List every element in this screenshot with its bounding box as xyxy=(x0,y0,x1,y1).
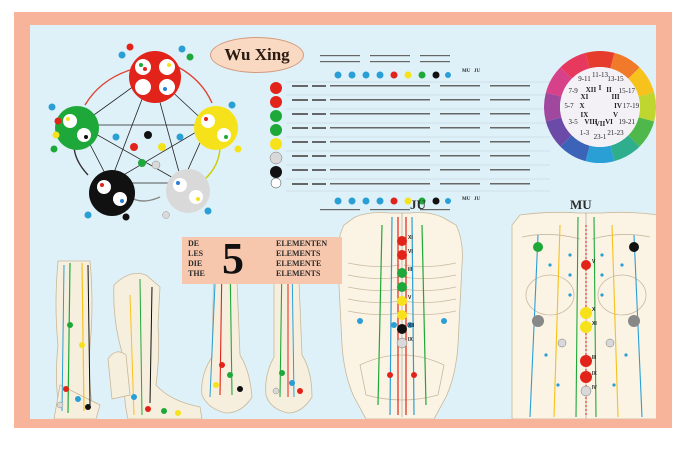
clock-sector xyxy=(610,135,640,162)
clock-sector xyxy=(628,67,655,97)
clock-numeral: I xyxy=(598,84,602,92)
clock-sector xyxy=(544,92,562,122)
clock-sector xyxy=(585,50,615,69)
spine-label: XI xyxy=(408,235,413,241)
five-elements-block: DE LES DIE THE 5 ELEMENTEN ELEMENTS ELEM… xyxy=(182,234,342,284)
spine-label: IX xyxy=(408,337,413,343)
five-right-1: ELEMENTEN xyxy=(276,239,328,248)
clock-numeral: X xyxy=(579,102,585,110)
points-table xyxy=(269,55,550,211)
clock-numeral: VIII xyxy=(584,117,598,126)
five-left-3: DIE xyxy=(188,259,203,268)
clock-numeral: IX xyxy=(580,111,589,119)
table-tag-mu: MU xyxy=(462,69,471,74)
clock-hour-label: 21-23 xyxy=(607,128,624,137)
five-left-1: DE xyxy=(188,239,200,248)
back-heading: JU xyxy=(410,197,426,212)
clock-sector xyxy=(638,92,656,122)
wu-xing-diagram xyxy=(48,43,242,221)
clock-numeral: XI xyxy=(580,93,589,101)
organ-clock xyxy=(544,50,656,164)
clock-sector xyxy=(585,145,615,164)
spine-label: VI xyxy=(408,249,413,255)
clock-sector xyxy=(560,52,590,79)
table-tag-ju: JU xyxy=(474,69,481,74)
front-heading: MU xyxy=(570,197,592,212)
clock-hour-label: 1-3 xyxy=(579,128,590,137)
clock-hour-label: 5-7 xyxy=(564,102,574,110)
page-title: Wu Xing xyxy=(224,45,290,64)
clock-numeral: III xyxy=(611,93,620,101)
clock-hour-label: 11-13 xyxy=(591,71,609,79)
spine-label: V xyxy=(408,295,412,301)
spine-label: III xyxy=(408,267,413,273)
five-right-3: ELEMENTE xyxy=(276,259,322,268)
clock-sector xyxy=(628,117,655,147)
table-footer-tag-mu: MU xyxy=(462,197,471,202)
clock-hour-label: 15-17 xyxy=(618,86,636,95)
front-label: V xyxy=(592,259,596,265)
clock-numeral: VI xyxy=(605,117,613,126)
five-right-2: ELEMENTS xyxy=(276,249,321,258)
front-label: IX xyxy=(592,371,597,377)
clock-hour-label: 13-15 xyxy=(607,75,624,84)
front-label: III xyxy=(592,355,597,361)
clock-sector xyxy=(560,135,590,162)
clock-center xyxy=(560,67,640,147)
clock-hour-label: 19-21 xyxy=(618,117,636,126)
back-figure xyxy=(337,212,463,419)
clock-sector xyxy=(545,67,572,97)
five-right-4: ELEMENTS xyxy=(276,269,321,278)
clock-sector xyxy=(610,52,640,79)
poster-border: Wu Xing DE LES DIE THE 5 ELEMENTEN ELEME… xyxy=(14,12,672,428)
five-number: 5 xyxy=(222,234,244,283)
front-label: X xyxy=(592,307,596,313)
table-footer-tag-ju: JU xyxy=(474,197,481,202)
title-badge: Wu Xing xyxy=(210,37,304,73)
front-label: IV xyxy=(592,385,597,391)
five-left-4: THE xyxy=(188,269,205,278)
clock-hour-label: 23-1 xyxy=(593,133,607,141)
clock-numeral: II xyxy=(606,86,612,95)
clock-hour-label: 7-9 xyxy=(568,86,578,95)
clock-numeral: V xyxy=(613,111,619,119)
five-left-2: LES xyxy=(188,249,204,258)
poster-panel: Wu Xing DE LES DIE THE 5 ELEMENTEN ELEME… xyxy=(30,25,656,419)
leg-figure xyxy=(53,260,101,419)
front-figure xyxy=(511,211,656,419)
clock-numeral: IV xyxy=(614,102,622,110)
clock-numeral: XII xyxy=(585,86,597,95)
clock-numeral: VII xyxy=(594,120,606,128)
clock-hour-label: 3-5 xyxy=(568,117,578,126)
clock-sector xyxy=(545,117,572,147)
side-leg-figure xyxy=(107,272,203,419)
front-label: XI xyxy=(592,321,597,327)
clock-hour-label: 17-19 xyxy=(622,102,640,110)
poster-artwork xyxy=(48,43,656,419)
clock-hour-label: 9-11 xyxy=(578,75,591,84)
spine-label: XII xyxy=(408,323,415,329)
